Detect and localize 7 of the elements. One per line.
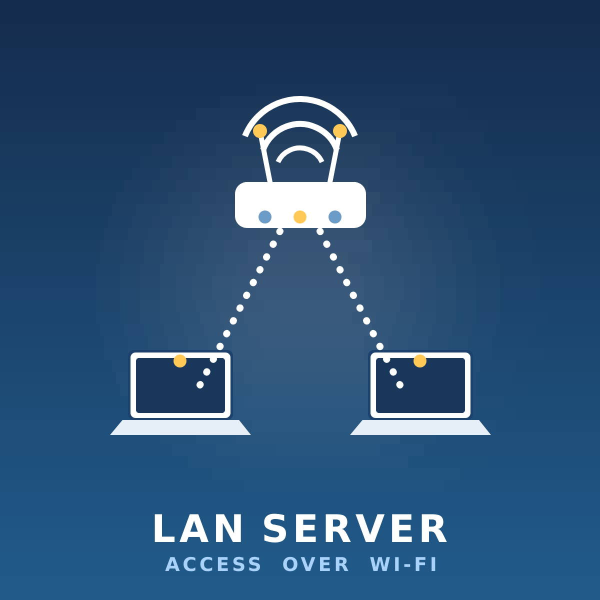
subtitle: ACCESS OVER WI-FI xyxy=(165,556,436,572)
laptop-illustration xyxy=(110,350,251,435)
title: LAN SERVER xyxy=(154,514,447,543)
dotted-line xyxy=(316,228,404,388)
laptop-illustration xyxy=(350,350,491,435)
dotted-line xyxy=(196,228,284,388)
router-illustration xyxy=(235,96,366,228)
